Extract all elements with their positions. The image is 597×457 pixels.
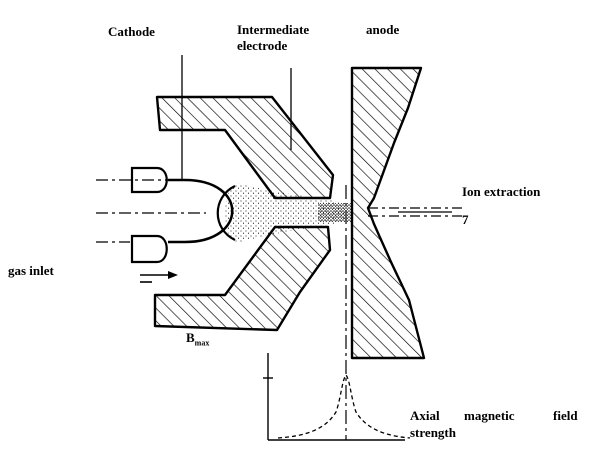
bmax-subscript: max xyxy=(194,338,210,348)
lower-electrode xyxy=(153,225,332,332)
axial-word3: field xyxy=(553,408,578,423)
anode-electrode xyxy=(350,66,426,360)
plasma-discharge xyxy=(225,183,348,243)
magnetic-field-curve xyxy=(277,373,411,439)
gas-inlet-label: gas inlet xyxy=(8,263,54,278)
anode-label: anode xyxy=(366,22,400,37)
cathode-label: Cathode xyxy=(108,24,155,39)
strength-label: strength xyxy=(410,425,456,440)
upper-electrode xyxy=(155,95,335,200)
intermediate-electrode-label-line2: electrode xyxy=(237,38,288,53)
cathode-inner-arc xyxy=(216,185,236,241)
bmax-b: B xyxy=(186,330,195,345)
axial-word1: Axial xyxy=(410,408,440,423)
ion-extraction-label: Ion extraction xyxy=(462,184,541,199)
cathode-holder-bottom xyxy=(130,234,168,264)
bmax-label: Bmax xyxy=(186,330,209,351)
gas-inlet-arrow-head xyxy=(168,271,178,279)
cathode-filament xyxy=(168,178,234,244)
intermediate-electrode-label-line1: Intermediate xyxy=(237,22,310,37)
axial-word2: magnetic xyxy=(464,408,515,423)
seven-label: 7 xyxy=(462,212,469,227)
